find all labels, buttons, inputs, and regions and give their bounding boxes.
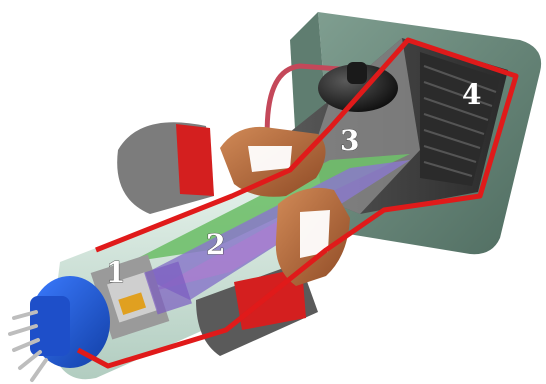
- label-2: 2: [206, 228, 225, 261]
- label-4: 4: [462, 78, 481, 111]
- label-3: 3: [340, 124, 359, 157]
- label-1: 1: [106, 256, 125, 289]
